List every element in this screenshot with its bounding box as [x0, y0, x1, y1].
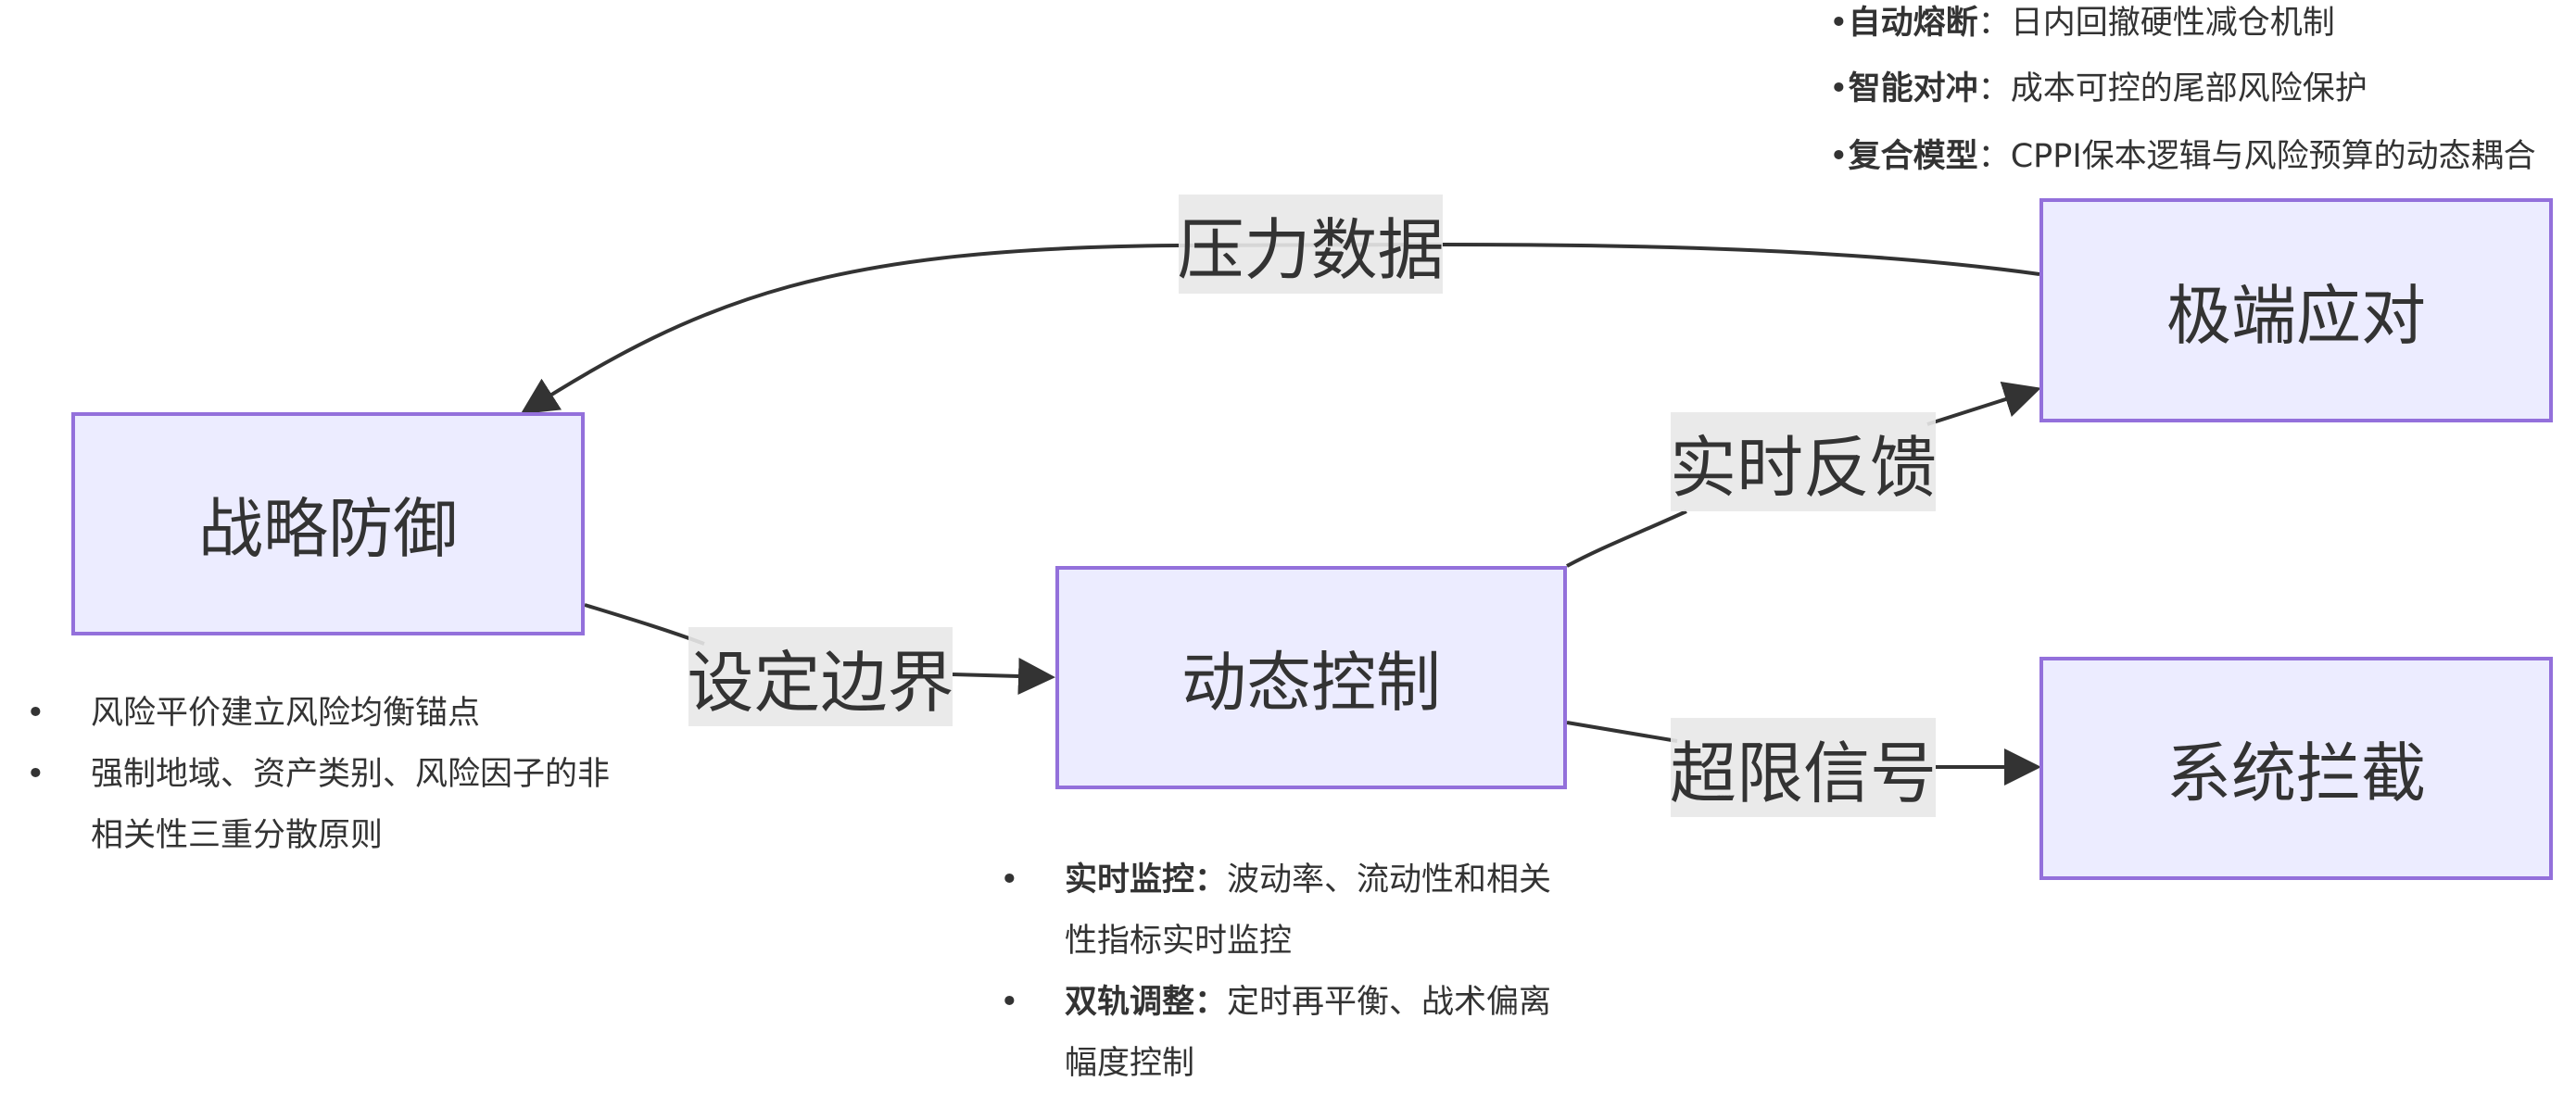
node-strategic-defense[interactable]: 战略防御 — [71, 412, 585, 635]
note-text: 成本可控的尾部风险保护 — [2010, 70, 2368, 107]
bullet: • — [1829, 70, 1849, 107]
node-label: 极端应对 — [2166, 277, 2426, 354]
note-title: 复合模型 — [1848, 138, 1978, 175]
node-extreme-response[interactable]: 极端应对 — [2039, 198, 2553, 422]
node-label: 战略防御 — [198, 491, 458, 567]
list-title: 双轨调整： — [1065, 984, 1228, 1021]
node-dynamic-control[interactable]: 动态控制 — [1055, 566, 1567, 789]
node-label: 系统拦截 — [2166, 736, 2426, 811]
edge-realtime-feedback — [1566, 389, 2038, 568]
defense-notes: • 风险平价建立风险均衡锚点 • 强制地域、资产类别、风险因子的非相关性三重分散原则 — [26, 683, 611, 866]
edge-stress-data — [520, 242, 2040, 415]
list-text: 强制地域、资产类别、风险因子的非相关性三重分散原则 — [91, 756, 611, 854]
edge-overlimit-signal — [1566, 721, 2038, 767]
note-sep: ： — [1977, 138, 2011, 175]
bullet: • — [1829, 5, 1849, 42]
list-item: • 双轨调整：定时再平衡、战术偏离幅度控制 — [1000, 972, 1574, 1094]
note-sep: ： — [1977, 70, 2011, 107]
edge-label-overlimit-signal: 超限信号 — [1670, 718, 1937, 817]
bullet: • — [1000, 861, 1019, 899]
edge-label-set-boundary: 设定边界 — [688, 627, 954, 726]
list-item: • 风险平价建立风险均衡锚点 — [26, 683, 610, 744]
node-system-intercept[interactable]: 系统拦截 — [2039, 657, 2553, 880]
bullet: • — [26, 695, 45, 732]
note-sep: ： — [1977, 5, 2011, 42]
bullet: • — [1000, 984, 1019, 1021]
note-text: 日内回撤硬性减仓机制 — [2010, 5, 2335, 42]
list-item: • 强制地域、资产类别、风险因子的非相关性三重分散原则 — [26, 744, 611, 866]
control-notes: • 实时监控：波动率、流动性和相关性指标实时监控 • 双轨调整：定时再平衡、战术偏离… — [1000, 849, 1574, 1094]
edge-label-stress-data: 压力数据 — [1178, 195, 1445, 294]
note-text: CPPI保本逻辑与风险预算的动态耦合 — [2010, 138, 2536, 175]
list-title: 实时监控： — [1065, 861, 1228, 899]
bullet: • — [26, 756, 45, 793]
list-text: 风险平价建立风险均衡锚点 — [91, 695, 481, 732]
extreme-note: •复合模型：CPPI保本逻辑与风险预算的动态耦合 — [1829, 130, 2536, 177]
note-title: 智能对冲 — [1848, 70, 1978, 107]
note-title: 自动熔断 — [1848, 5, 1978, 42]
bullet: • — [1829, 138, 1849, 175]
list-text: 定时再平衡、战术偏离幅度控制 — [1065, 984, 1552, 1082]
extreme-note: •自动熔断：日内回撤硬性减仓机制 — [1829, 0, 2335, 44]
list-text: 波动率、流动性和相关性指标实时监控 — [1065, 861, 1552, 960]
edge-label-realtime-feedback: 实时反馈 — [1670, 412, 1937, 511]
node-label: 动态控制 — [1181, 645, 1441, 721]
extreme-note: •智能对冲：成本可控的尾部风险保护 — [1829, 62, 2368, 109]
list-item: • 实时监控：波动率、流动性和相关性指标实时监控 — [1000, 849, 1574, 972]
